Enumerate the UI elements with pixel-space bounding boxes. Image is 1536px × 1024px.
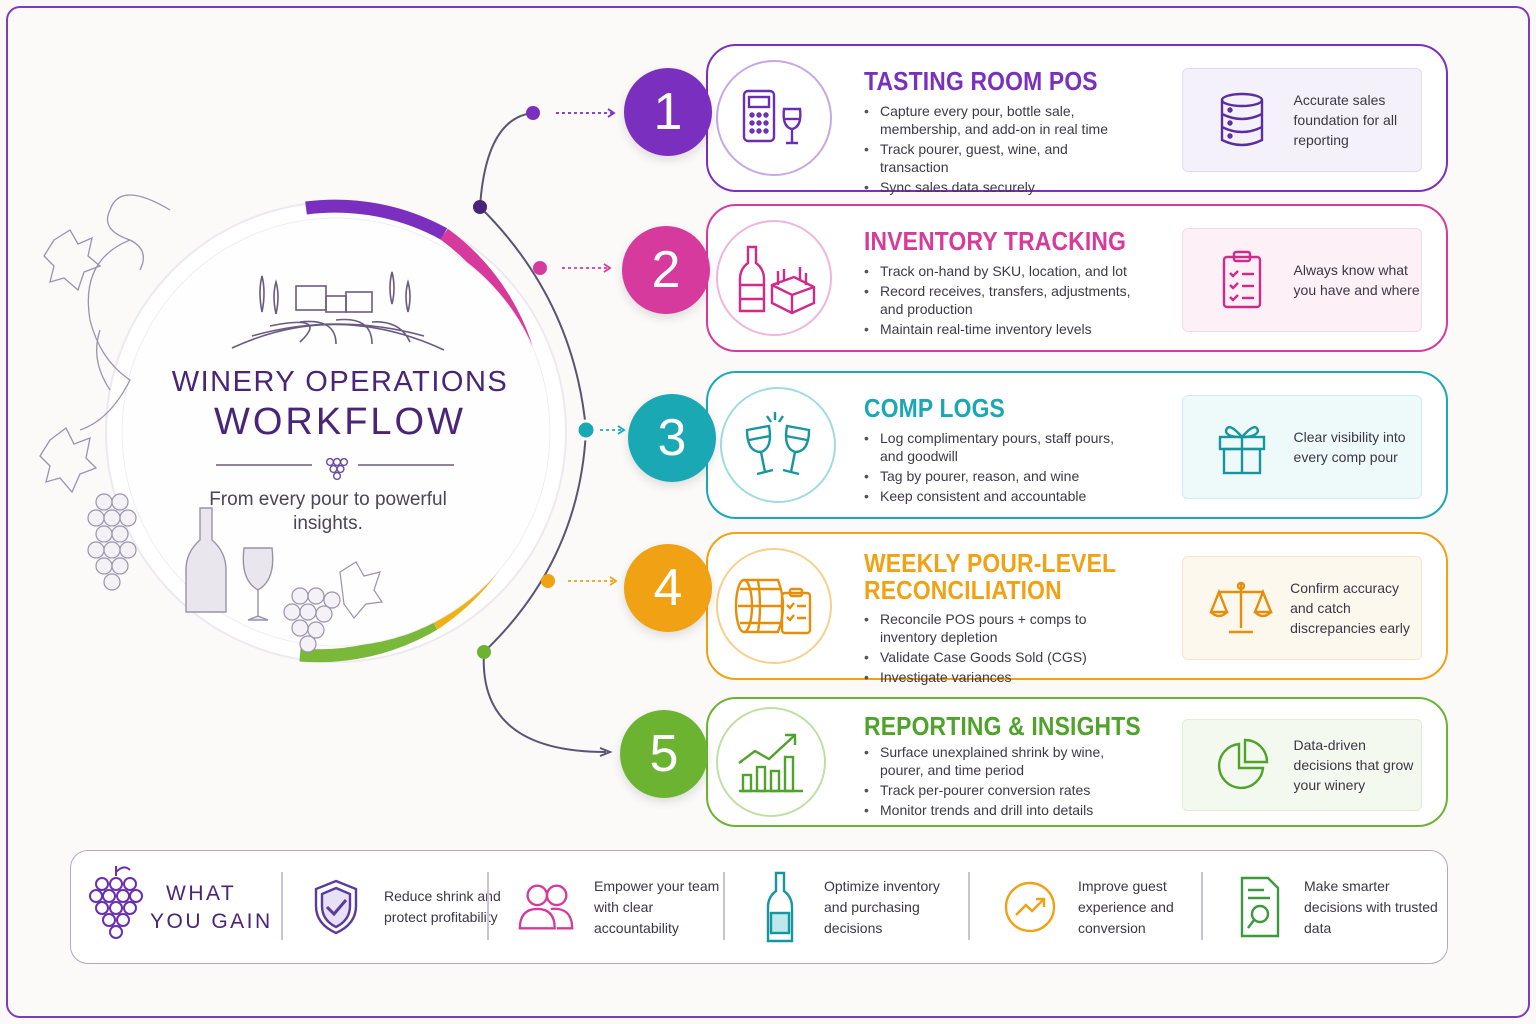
- step-number-1: 1: [624, 68, 712, 156]
- step-bullets-1: Capture every pour, bottle sale, members…: [864, 102, 1134, 198]
- step-4-bullet-1: Reconcile POS pours + comps to inventory…: [864, 610, 1104, 646]
- ring-segment-purple: [305, 199, 448, 240]
- what-you-gain-panel: [70, 850, 1448, 964]
- step-benefit-text-2: Always know what you have and where: [1293, 262, 1420, 298]
- gain-item-1: Reduce shrink and protect profitability: [306, 870, 524, 944]
- step-number-3: 3: [628, 394, 716, 482]
- step-benefit-text-4: Confirm accuracy and catch discrepancies…: [1290, 580, 1410, 636]
- gain-item-3: Optimize inventory and purchasing decisi…: [750, 870, 964, 944]
- what-you-gain-label: WHAT YOU GAIN: [150, 880, 273, 936]
- divider: [487, 872, 489, 940]
- hero-title-line2: WORKFLOW: [214, 401, 466, 443]
- step-2-bullet-1: Track on-hand by SKU, location, and lot: [864, 262, 1134, 280]
- hero-title-line1: WINERY OPERATIONS: [171, 366, 509, 398]
- step-card-4: WEEKLY POUR-LEVEL RECONCILIATION Reconci…: [706, 532, 1448, 686]
- step-3-bullet-1: Log complimentary pours, staff pours, an…: [864, 429, 1114, 465]
- step-title-2: INVENTORY TRACKING: [864, 226, 1127, 256]
- step-card-5: REPORTING & INSIGHTS Surface unexplained…: [706, 697, 1448, 827]
- step-benefit-2: Always know what you have and where: [1182, 228, 1422, 332]
- step-3-bullet-3: Keep consistent and accountable: [864, 487, 1114, 505]
- bottle-and-glass-icon: [185, 507, 274, 621]
- divider: [281, 872, 283, 940]
- step-benefit-4: Confirm accuracy and catch discrepancies…: [1182, 556, 1422, 660]
- team-icon: [516, 877, 576, 937]
- divider: [1201, 872, 1203, 940]
- gain-item-text-3: Optimize inventory and purchasing decisi…: [824, 877, 940, 936]
- database-icon: [1205, 82, 1280, 158]
- divider: [723, 872, 725, 940]
- step-card-3: COMP LOGS Log complimentary pours, staff…: [706, 371, 1448, 519]
- connector-nodes: [473, 106, 597, 659]
- wine-bottle-icon: [750, 871, 810, 943]
- gain-item-text-1: Reduce shrink and protect profitability: [384, 888, 501, 925]
- step-1-bullet-3: Sync sales data securely: [864, 178, 1134, 196]
- gift-icon: [1205, 409, 1280, 485]
- gain-label-line2: YOU GAIN: [150, 910, 273, 933]
- hero-subtitle: From every pour to powerful insights.: [209, 489, 447, 534]
- grape-cluster-icon: [88, 862, 144, 951]
- step-5-bullet-1: Surface unexplained shrink by wine, pour…: [864, 743, 1114, 779]
- step-5-bullet-2: Track per-pourer conversion rates: [864, 781, 1114, 799]
- step-bullets-3: Log complimentary pours, staff pours, an…: [864, 429, 1114, 507]
- grape-cluster-left-icon: [87, 493, 137, 591]
- step-benefit-text-1: Accurate sales foundation for all report…: [1293, 92, 1398, 148]
- step-title-3: COMP LOGS: [864, 393, 1006, 423]
- step-card-2: INVENTORY TRACKING Track on-hand by SKU,…: [706, 204, 1448, 352]
- step-bullets-2: Track on-hand by SKU, location, and lot …: [864, 262, 1134, 340]
- shield-check-icon: [306, 877, 366, 937]
- gain-item-4: Improve guest experience and conversion: [1000, 870, 1218, 944]
- step-bullets-4: Reconcile POS pours + comps to inventory…: [864, 610, 1104, 688]
- step-number-4: 4: [624, 544, 712, 632]
- pos-terminal-wine-glass-icon: [716, 60, 832, 176]
- balance-scale-icon: [1205, 570, 1276, 646]
- step-3-bullet-2: Tag by pourer, reason, and wine: [864, 467, 1114, 485]
- grapevine-decoration-icon: [39, 194, 171, 494]
- step-benefit-text-3: Clear visibility into every comp pour: [1293, 429, 1406, 465]
- step-1-bullet-2: Track pourer, guest, wine, and transacti…: [864, 140, 1134, 176]
- step-4-bullet-3: Investigate variances: [864, 668, 1104, 686]
- clipboard-checklist-icon: [1205, 242, 1280, 318]
- step-benefit-text-5: Data-driven decisions that grow your win…: [1293, 737, 1414, 793]
- gain-item-5: Make smarter decisions with trusted data: [1230, 870, 1444, 944]
- growth-bar-chart-icon: [716, 707, 826, 817]
- gain-item-text-2: Empower your team with clear accountabil…: [594, 877, 720, 936]
- step-bullets-5: Surface unexplained shrink by wine, pour…: [864, 743, 1114, 821]
- connector-spine-upper: [478, 112, 587, 431]
- gain-item-2: Empower your team with clear accountabil…: [516, 870, 734, 944]
- step-title-5: REPORTING & INSIGHTS: [864, 711, 1141, 741]
- step-2-bullet-2: Record receives, transfers, adjustments,…: [864, 282, 1134, 318]
- step-1-bullet-1: Capture every pour, bottle sale, members…: [864, 102, 1134, 138]
- gain-item-text-5: Make smarter decisions with trusted data: [1304, 877, 1438, 936]
- step-title-4-line1: WEEKLY POUR-LEVEL: [864, 548, 1117, 578]
- document-search-icon: [1230, 876, 1290, 938]
- step-number-5: 5: [620, 710, 708, 798]
- divider: [968, 872, 970, 940]
- gain-label-line1: WHAT: [166, 882, 237, 905]
- step-title-1: TASTING ROOM POS: [864, 66, 1098, 96]
- step-4-bullet-2: Validate Case Goods Sold (CGS): [864, 648, 1104, 666]
- trend-up-icon: [1000, 877, 1060, 937]
- step-2-bullet-3: Maintain real-time inventory levels: [864, 320, 1134, 338]
- step-title-4-line2: RECONCILIATION: [864, 575, 1062, 605]
- step-number-2: 2: [622, 226, 710, 314]
- step-benefit-3: Clear visibility into every comp pour: [1182, 395, 1422, 499]
- vineyard-landscape-icon: [231, 271, 445, 351]
- gain-item-text-4: Improve guest experience and conversion: [1078, 877, 1174, 936]
- clinking-glasses-icon: [720, 387, 836, 503]
- barrel-checklist-icon: [716, 548, 832, 664]
- step-benefit-1: Accurate sales foundation for all report…: [1182, 68, 1422, 172]
- ring-segment-green: [299, 618, 438, 663]
- bottle-crate-icon: [716, 220, 832, 336]
- step-5-bullet-3: Monitor trends and drill into details: [864, 801, 1114, 819]
- step-benefit-5: Data-driven decisions that grow your win…: [1182, 719, 1422, 811]
- hero-title: WINERY OPERATIONS WORKFLOW: [140, 366, 540, 444]
- step-title-4: WEEKLY POUR-LEVEL RECONCILIATION: [864, 550, 1116, 604]
- grape-cluster-right-icon: [283, 561, 384, 653]
- pie-chart-icon: [1205, 727, 1280, 803]
- step-card-1: TASTING ROOM POS Capture every pour, bot…: [706, 44, 1448, 196]
- grape-divider-icon: [325, 457, 349, 481]
